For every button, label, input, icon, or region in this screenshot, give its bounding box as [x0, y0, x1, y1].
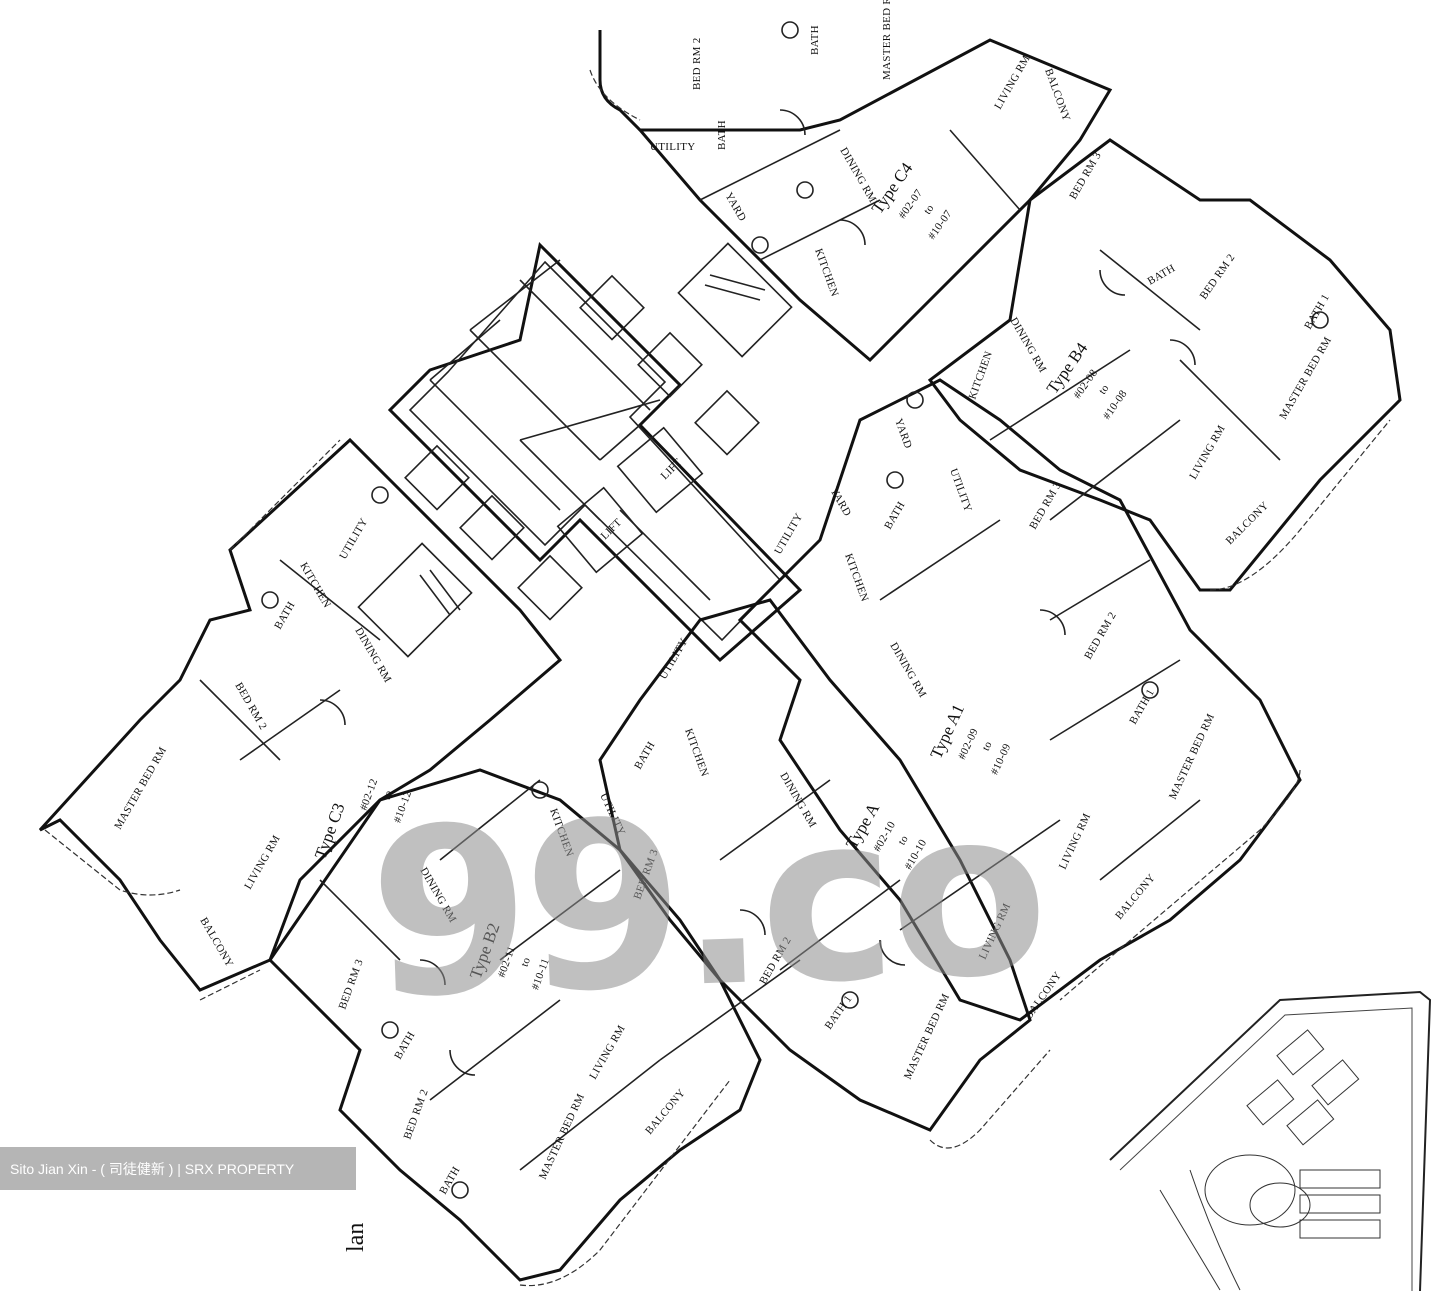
label-lift-1: LIFT [599, 516, 625, 542]
label-bed-rm-2-b4: BED RM 2 [1198, 252, 1238, 302]
unit-b4-outline [927, 138, 1402, 592]
label-master-bed-b4: MASTER BED RM [1277, 335, 1334, 422]
lift-core [387, 241, 803, 663]
agent-credit-banner: Sito Jian Xin - ( 司徒健新 ) | SRX PROPERTY [0, 1147, 356, 1190]
label-bath-top: BATH [809, 25, 821, 55]
label-bath1-b4: BATH 1 [1302, 292, 1332, 332]
label-utility-b2: UTILITY [597, 791, 627, 837]
unit-c4-outline [589, 30, 1113, 363]
unit-label-a1: Type A1 #02-09 to #10-09 [926, 701, 1013, 776]
label-living-b2: LIVING RM [587, 1023, 628, 1081]
label-living-a1: LIVING RM [1057, 811, 1093, 871]
label-dining-b2: DINING RM [417, 866, 458, 925]
label-bath1-a1: BATH 1 [1127, 687, 1157, 727]
unit-a1-outline [737, 378, 1302, 1022]
label-yard-b4: YARD [892, 417, 914, 450]
label-yard-c4: YARD [722, 191, 748, 224]
label-lift-2: LIFT [659, 456, 685, 482]
label-bath-b2-lower: BATH [437, 1165, 462, 1197]
label-dining-b4: DINING RM [1007, 316, 1048, 375]
unit-label-a: Type A #02-10 to #10-10 [842, 799, 929, 872]
unit-b2-from: #02-11 [496, 944, 518, 979]
label-kitchen-b2: KITCHEN [547, 807, 576, 858]
label-bath1-a: BATH 1 [823, 993, 855, 1032]
unit-type-labels: Type C4 #02-07 to #10-07 Type B4 #02-08 … [311, 159, 1130, 992]
label-master-bed-top: MASTER BED RM [881, 0, 893, 80]
label-utility-b4: UTILITY [947, 467, 974, 514]
label-bed-rm-3-a1: BED RM 3 [1027, 480, 1064, 532]
label-bed-rm-2-a1: BED RM 2 [1082, 610, 1119, 661]
label-dining-c4: DINING RM [837, 146, 878, 205]
unit-b2-outline [199, 768, 762, 1287]
label-utility-a: UTILITY [657, 636, 690, 681]
label-balcony-a: BALCONY [1023, 970, 1065, 1022]
unit-label-c4: Type C4 #02-07 to #10-07 [868, 159, 955, 242]
label-living-c4: LIVING RM [992, 53, 1033, 111]
unit-label-b4: Type B4 #02-08 to #10-08 [1043, 339, 1130, 422]
plan-caption: lan [343, 1222, 369, 1252]
interior-partitions [199, 129, 1281, 1171]
unit-c3-outline [38, 437, 563, 992]
label-master-bed-c3: MASTER BED RM [112, 745, 169, 832]
label-kitchen-c3: KITCHEN [297, 561, 333, 611]
unit-label-b2: Type B2 #02-11 to #10-11 [466, 921, 552, 992]
unit-a-to-word: to [896, 833, 911, 847]
label-bed-rm-2-b2: BED RM 2 [402, 1088, 431, 1141]
label-bath-a: BATH [632, 740, 657, 772]
label-kitchen-b4: KITCHEN [967, 350, 996, 401]
label-utility-top: UTILITY [650, 141, 695, 153]
label-bath-b4: BATH [1146, 262, 1178, 287]
label-master-bed-a1: MASTER BED RM [1167, 712, 1217, 801]
label-dining-a: DINING RM [777, 771, 818, 830]
label-kitchen-a1: KITCHEN [842, 552, 871, 603]
unit-a1-to-word: to [980, 739, 995, 753]
staircase [357, 242, 793, 658]
label-balcony-c3: BALCONY [197, 916, 235, 970]
bath-fixtures [261, 21, 1329, 1199]
label-balcony-a1: BALCONY [1113, 872, 1158, 922]
label-kitchen-c4: KITCHEN [812, 247, 841, 298]
label-bed-rm-2-a: BED RM 2 [757, 935, 794, 986]
unit-b2-to-word: to [519, 955, 533, 968]
label-master-bed-a: MASTER BED RM [902, 992, 952, 1081]
unit-a-from: #02-10 [871, 819, 898, 854]
label-master-bed-b2: MASTER BED RM [537, 1092, 587, 1181]
label-bath-c4: BATH [716, 120, 728, 150]
label-bed-rm-2-top: BED RM 2 [691, 37, 703, 90]
label-balcony-b4: BALCONY [1224, 500, 1272, 548]
label-living-c3: LIVING RM [242, 833, 283, 891]
unit-c3-to-word: to [381, 789, 395, 802]
unit-c4-to-word: to [921, 202, 936, 217]
label-dining-a1: DINING RM [887, 641, 928, 700]
label-kitchen-a: KITCHEN [682, 727, 711, 778]
label-living-b4: LIVING RM [1187, 423, 1228, 481]
label-bed-rm-3-b2: BED RM 3 [337, 957, 366, 1011]
unit-b2-to: #10-11 [529, 957, 551, 992]
label-bed-rm-2-c3: BED RM 2 [232, 681, 269, 732]
label-balcony-c4: BALCONY [1042, 67, 1072, 123]
unit-a-outline [598, 598, 1051, 1149]
door-swings [319, 109, 1196, 1076]
unit-a1-from: #02-09 [956, 726, 981, 761]
label-utility-c3: UTILITY [337, 516, 370, 561]
label-bath-a1: BATH [882, 500, 907, 532]
label-balcony-b2: BALCONY [643, 1087, 688, 1137]
unit-b4-to-word: to [1096, 382, 1111, 397]
label-utility-a1: UTILITY [772, 511, 805, 556]
site-plan-thumbnail [1109, 990, 1432, 1291]
